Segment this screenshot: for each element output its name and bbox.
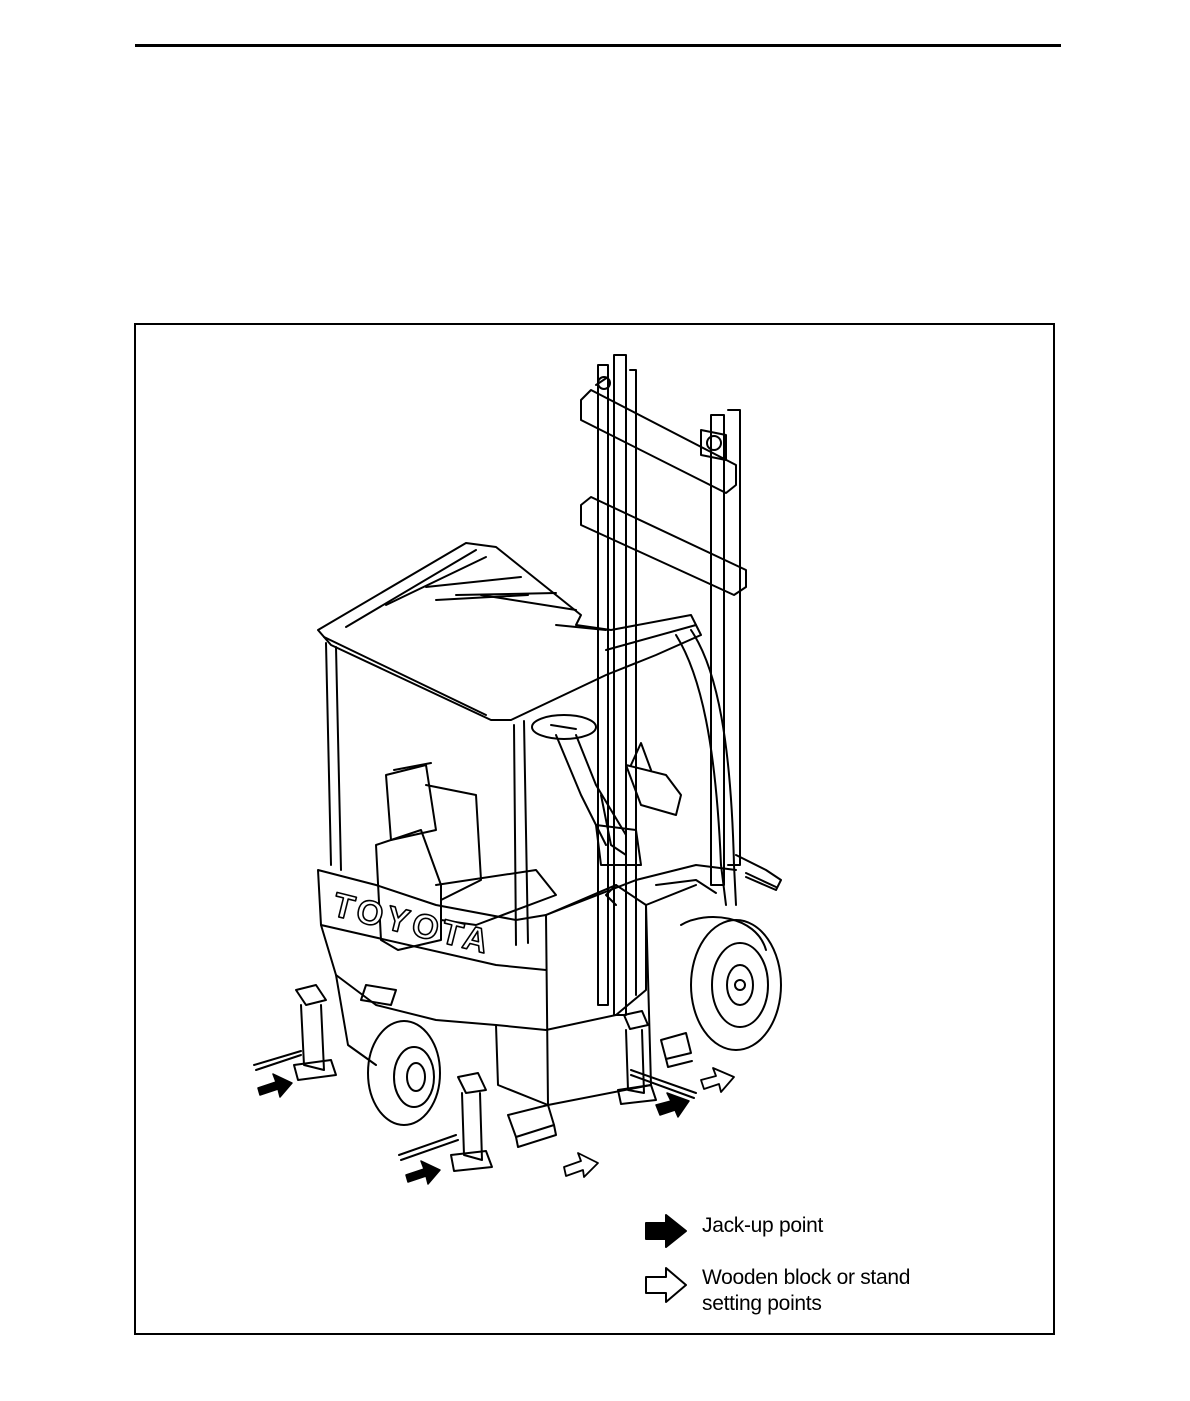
jack-up-arrow-middle [406, 1161, 440, 1184]
legend-block-label: Wooden block or stand setting points [702, 1265, 910, 1317]
legend-jack-up: Jack-up point [644, 1213, 823, 1249]
overhead-guard [318, 543, 736, 945]
header-rule [135, 44, 1061, 47]
steering-assembly [532, 715, 681, 865]
figure-frame: TOYOTA [134, 323, 1055, 1335]
forklift-illustration: TOYOTA [136, 325, 1053, 1333]
jack-right [618, 1011, 696, 1104]
rear-wheel [368, 1021, 440, 1125]
jack-up-arrow-right [656, 1093, 689, 1117]
block-arrow-bottom [564, 1153, 598, 1177]
legend-block-setting: Wooden block or stand setting points [644, 1265, 910, 1317]
mast [581, 355, 781, 1015]
jack-middle [399, 1073, 492, 1171]
solid-arrow-icon [644, 1213, 688, 1249]
outline-arrow-icon [644, 1265, 688, 1305]
jack-up-arrow-left [258, 1074, 292, 1097]
block-arrow-right [701, 1068, 734, 1092]
jack-left [254, 985, 336, 1080]
legend-jack-up-label: Jack-up point [702, 1213, 823, 1239]
wooden-blocks [508, 1033, 692, 1147]
front-wheel [681, 917, 781, 1050]
